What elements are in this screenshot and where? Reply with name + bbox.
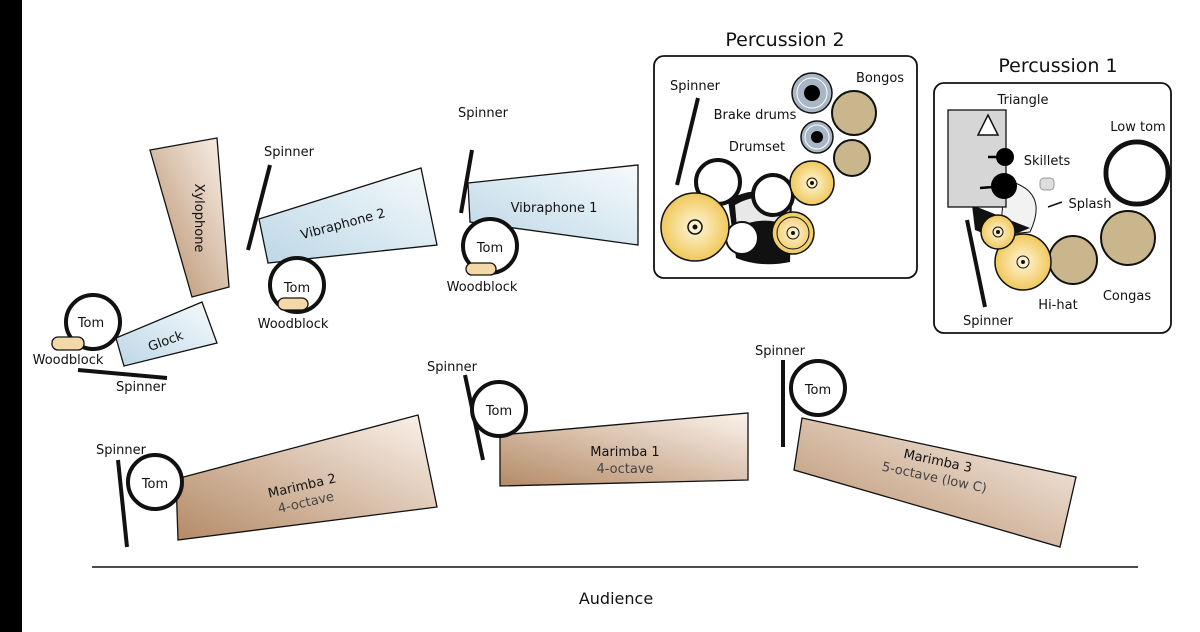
tom-marimba3: Tom bbox=[789, 359, 847, 417]
splash-label: Splash bbox=[1068, 197, 1111, 212]
marimba-1: Marimba 1 4-octave bbox=[499, 412, 749, 487]
low-tom-label: Low tom bbox=[1110, 120, 1165, 135]
spinner-vib2 bbox=[246, 164, 272, 251]
spinner-vib1 bbox=[459, 149, 474, 214]
bongos bbox=[831, 90, 877, 177]
spinner-label: Spinner bbox=[264, 145, 315, 160]
drumset-label: Drumset bbox=[729, 140, 785, 155]
woodblock-label: Woodblock bbox=[447, 280, 518, 295]
bongos-label: Bongos bbox=[856, 71, 904, 86]
glock: Glock bbox=[115, 301, 218, 367]
hi-hat-label: Hi-hat bbox=[1038, 298, 1077, 313]
woodblock-left bbox=[51, 336, 85, 351]
brake-drums-label: Brake drums bbox=[714, 108, 797, 123]
triangle-icon bbox=[976, 113, 1000, 136]
xylophone: Xylophone bbox=[149, 137, 230, 298]
skillets bbox=[979, 148, 1017, 199]
hi-hat bbox=[980, 214, 1052, 291]
xylophone-label: Xylophone bbox=[191, 184, 206, 253]
marimba-1-size: 4-octave bbox=[596, 462, 653, 477]
tom-marimba1: Tom bbox=[470, 380, 528, 438]
spinner-perc2 bbox=[675, 97, 700, 186]
triangle-label: Triangle bbox=[996, 93, 1048, 108]
congas-label: Congas bbox=[1103, 289, 1151, 304]
skillets-label: Skillets bbox=[1024, 154, 1071, 169]
spinner-label: Spinner bbox=[427, 360, 478, 375]
spinner-perc1 bbox=[965, 219, 987, 308]
spinner-label: Spinner bbox=[755, 344, 806, 359]
marimba-1-label: Marimba 1 bbox=[590, 445, 659, 460]
woodblock-label: Woodblock bbox=[258, 317, 329, 332]
percussion-1-title: Percussion 1 bbox=[998, 55, 1117, 77]
drumset bbox=[660, 158, 835, 265]
vibraphone-2: Vibraphone 2 bbox=[258, 167, 438, 264]
tom-label: Tom bbox=[141, 477, 168, 492]
tom-label: Tom bbox=[485, 404, 512, 419]
tom-marimba2: Tom bbox=[126, 453, 184, 511]
low-tom bbox=[1103, 139, 1171, 207]
audience-label: Audience bbox=[579, 589, 653, 608]
vibraphone-1-label: Vibraphone 1 bbox=[511, 201, 598, 216]
woodblock-label: Woodblock bbox=[33, 353, 104, 368]
marimba-3: Marimba 3 5-octave (low C) bbox=[793, 417, 1077, 548]
woodblock-vib1 bbox=[465, 262, 497, 276]
woodblock-vib2 bbox=[277, 297, 309, 311]
marimba-2: Marimba 2 4-octave bbox=[175, 414, 438, 541]
spinner-left bbox=[77, 368, 168, 380]
spinner-label: Spinner bbox=[116, 380, 167, 395]
tom-label: Tom bbox=[283, 281, 310, 296]
spinner-label: Spinner bbox=[458, 106, 509, 121]
spinner-label: Spinner bbox=[963, 314, 1014, 329]
congas bbox=[1048, 210, 1156, 285]
spinner-label: Spinner bbox=[670, 79, 721, 94]
tom-label: Tom bbox=[77, 316, 104, 331]
left-edge-bar bbox=[0, 0, 22, 632]
tom-left: Tom bbox=[64, 293, 122, 351]
spinner-label: Spinner bbox=[96, 443, 147, 458]
spinner-marimba2 bbox=[116, 459, 129, 548]
brake-drums bbox=[791, 72, 834, 154]
vibraphone-1: Vibraphone 1 bbox=[467, 164, 639, 246]
tom-label: Tom bbox=[804, 383, 831, 398]
tom-label: Tom bbox=[476, 241, 503, 256]
percussion-2-title: Percussion 2 bbox=[725, 29, 844, 51]
